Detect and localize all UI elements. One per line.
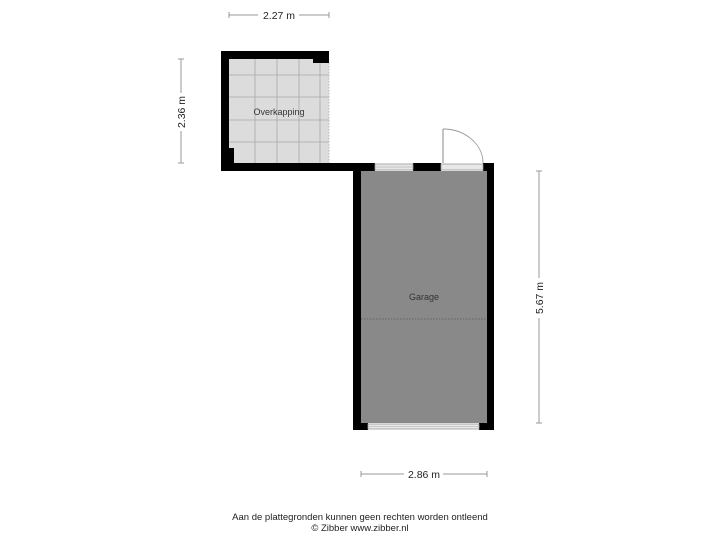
garage-door — [367, 423, 480, 430]
window-top — [374, 163, 414, 171]
dimension-bottom: 2.86 m — [408, 469, 440, 481]
overkapping-room: Overkapping — [229, 59, 330, 163]
garage-room: Garage — [361, 171, 487, 423]
dimension-left: 2.36 m — [176, 96, 188, 128]
door-top — [440, 128, 484, 171]
dimension-right: 5.67 m — [534, 282, 546, 314]
room-label-garage: Garage — [409, 292, 439, 302]
room-label-overkapping: Overkapping — [253, 107, 304, 117]
footer-disclaimer: Aan de plattegronden kunnen geen rechten… — [232, 512, 488, 523]
dimension-lines — [178, 12, 542, 477]
tile-grid — [229, 59, 329, 163]
dimension-top: 2.27 m — [263, 10, 295, 22]
footer-copyright: © Zibber www.zibber.nl — [311, 523, 409, 534]
walls — [221, 51, 494, 430]
